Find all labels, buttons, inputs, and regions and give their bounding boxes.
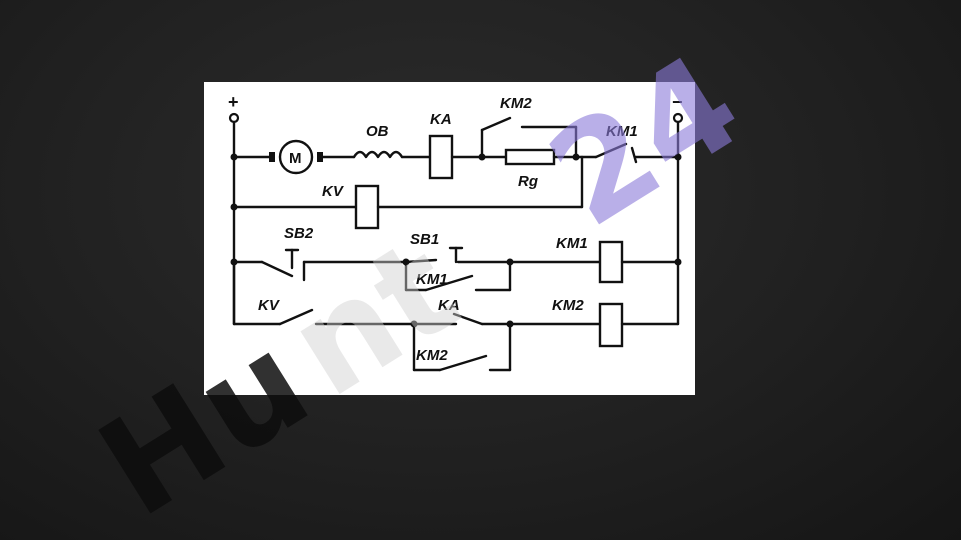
label-minus: − [672,92,683,112]
circuit-diagram: + − M OB KA KM2 KM1 Rg KV SB2 SB1 KM1 KM… [204,82,695,395]
motor-branch [230,116,682,180]
label-sb1: SB1 [410,231,439,248]
km1-coil-branch [230,240,682,292]
label-kv-coil: KV [322,183,345,200]
label-plus: + [228,92,239,112]
label-km2-coil: KM2 [552,297,584,314]
label-ka-coil: KA [430,111,452,128]
label-kv-contact: KV [258,297,281,314]
label-rg: Rg [518,173,538,190]
kv-branch [230,155,584,230]
km2-contact-top [480,116,512,132]
km1-coil [598,240,624,284]
motor-symbol [278,139,314,175]
diagram-labels: + − M OB KA KM2 KM1 Rg KV SB2 SB1 KM1 KM… [228,92,683,364]
circuit-schematic: + − M OB KA KM2 KM1 Rg KV SB2 SB1 KM1 KM… [228,92,684,372]
kv-coil [354,184,380,230]
label-km1-coil: KM1 [556,235,588,252]
kv-contact [278,308,314,326]
sb1-button [404,258,438,264]
field-winding [352,150,404,159]
label-motor: M [289,150,302,167]
km1-contact-top [594,142,628,159]
rg-resistor [504,148,556,166]
label-km2-top: KM2 [500,95,532,112]
label-km2-hold: KM2 [416,347,448,364]
km2-coil-branch [232,260,680,372]
sb2-button [260,260,294,278]
ka-coil [428,134,454,180]
km2-coil [598,302,624,348]
label-ka-contact: KA [438,297,460,314]
km2-hold-contact [438,354,488,372]
km1-hold-contact [424,274,474,292]
label-km1-top: KM1 [606,123,638,140]
label-sb2: SB2 [284,225,314,242]
label-km1-hold: KM1 [416,271,448,288]
label-ob: OB [366,123,389,140]
